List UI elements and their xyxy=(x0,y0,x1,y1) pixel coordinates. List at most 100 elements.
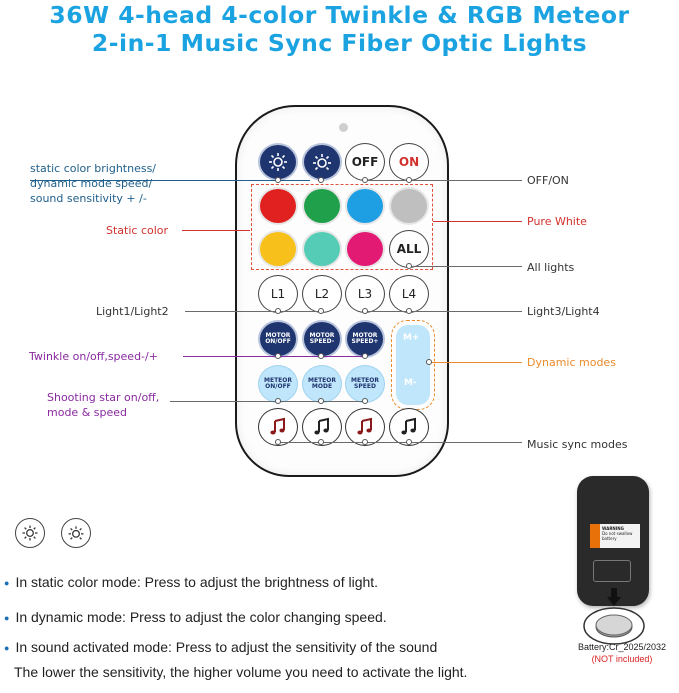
leader-dot xyxy=(318,353,324,359)
label-brightness-2: dynamic mode speed/ xyxy=(30,177,153,190)
sun-plus-icon xyxy=(313,154,331,171)
music-note-icon xyxy=(270,417,285,435)
light4-label: L4 xyxy=(401,287,417,301)
blue-color-button[interactable] xyxy=(345,187,385,225)
red-color-button[interactable] xyxy=(258,187,298,225)
magenta-color-button[interactable] xyxy=(345,230,385,268)
leader-dot xyxy=(426,359,432,365)
leader-static-color xyxy=(182,230,250,231)
leader-dot xyxy=(275,353,281,359)
leader-dot xyxy=(406,177,412,183)
note-static-text: In static color mode: Press to adjust th… xyxy=(15,574,379,590)
motor-speed-up-line2: SPEED+ xyxy=(351,338,379,345)
meteor-onoff-line1: METEOR xyxy=(264,376,292,384)
label-all-lights: All lights xyxy=(527,261,575,274)
brightness-down-button[interactable] xyxy=(258,143,298,181)
leader-dot xyxy=(318,439,324,445)
bullet-dot: ● xyxy=(4,578,10,589)
all-label: ALL xyxy=(396,242,422,256)
label-music: Music sync modes xyxy=(527,438,628,451)
dynamic-down-label[interactable]: M- xyxy=(404,378,417,388)
title-line-2: 2-in-1 Music Sync Fiber Optic Lights xyxy=(91,29,588,57)
note-dynamic-text: In dynamic mode: Press to adjust the col… xyxy=(15,609,387,625)
leader-dot xyxy=(275,398,281,404)
leader-dot xyxy=(406,308,412,314)
off-button[interactable]: OFF xyxy=(345,143,385,181)
label-light34: Light3/Light4 xyxy=(527,305,600,318)
on-button[interactable]: ON xyxy=(389,143,429,181)
motor-onoff-line2: ON/OFF xyxy=(265,338,291,345)
yellow-color-button[interactable] xyxy=(258,230,298,268)
warning-tag-title: WARNING xyxy=(602,526,624,531)
music-note-icon xyxy=(357,417,372,435)
motor-speed-up-line1: MOTOR xyxy=(352,331,378,339)
leader-all-lights xyxy=(409,266,522,267)
light4-button[interactable]: L4 xyxy=(389,275,429,313)
leader-light12 xyxy=(185,311,323,312)
light1-button[interactable]: L1 xyxy=(258,275,298,313)
ir-emitter xyxy=(339,123,348,132)
label-dynamic: Dynamic modes xyxy=(527,356,616,369)
leader-dot xyxy=(275,439,281,445)
label-brightness-3: sound sensitivity + /- xyxy=(30,192,147,205)
arrow-down-icon xyxy=(607,588,621,606)
music-mode-2-button[interactable] xyxy=(302,408,342,446)
label-offon: OFF/ON xyxy=(527,174,569,187)
leader-dot xyxy=(318,398,324,404)
battery-type: Battery:Cr_2025/2032 xyxy=(577,642,667,652)
meteor-mode-line1: METEOR xyxy=(308,376,336,384)
bullet-dot: ● xyxy=(4,613,10,624)
meteor-onoff-line2: ON/OFF xyxy=(265,383,291,390)
meteor-speed-line1: METEOR xyxy=(351,376,379,384)
leader-shooting xyxy=(170,401,367,402)
battery-caption: Battery:Cr_2025/2032 (NOT included) xyxy=(566,641,678,665)
on-label: ON xyxy=(398,155,420,169)
label-shooting-1: Shooting star on/off, xyxy=(47,391,160,404)
leader-dot xyxy=(275,177,281,183)
leader-dot xyxy=(362,353,368,359)
label-light12: Light1/Light2 xyxy=(96,305,169,318)
leader-dot xyxy=(362,439,368,445)
light2-button[interactable]: L2 xyxy=(302,275,342,313)
leader-dot xyxy=(275,308,281,314)
green-color-button[interactable] xyxy=(302,187,342,225)
leader-dot xyxy=(318,308,324,314)
leader-dot xyxy=(362,398,368,404)
note-static: ● In static color mode: Press to adjust t… xyxy=(4,574,378,590)
dynamic-up-label[interactable]: M+ xyxy=(403,333,420,343)
light3-button[interactable]: L3 xyxy=(345,275,385,313)
off-label: OFF xyxy=(351,155,379,169)
meteor-mode-line2: MODE xyxy=(311,383,333,390)
leader-light34 xyxy=(362,311,522,312)
brightness-up-indicator xyxy=(61,518,91,548)
static-color-group-outline xyxy=(251,184,433,270)
dynamic-modes-button[interactable] xyxy=(396,325,430,405)
music-mode-4-button[interactable] xyxy=(389,408,429,446)
coin-battery-icon xyxy=(583,607,645,645)
meteor-speed-line2: SPEED xyxy=(354,383,376,390)
label-shooting-2: mode & speed xyxy=(47,406,127,419)
cyan-color-button[interactable] xyxy=(302,230,342,268)
motor-onoff-line1: MOTOR xyxy=(265,331,291,339)
light2-label: L2 xyxy=(314,287,330,301)
title-line-1: 36W 4-head 4-color Twinkle & RGB Meteor xyxy=(49,1,630,29)
note-dynamic: ● In dynamic mode: Press to adjust the co… xyxy=(4,609,387,625)
motor-speed-down-line1: MOTOR xyxy=(309,331,335,339)
battery-slot xyxy=(593,560,631,582)
brightness-up-button[interactable] xyxy=(302,143,342,181)
brightness-down-indicator xyxy=(15,518,45,548)
music-note-icon xyxy=(314,417,329,435)
white-color-button[interactable] xyxy=(389,187,429,225)
music-note-icon xyxy=(401,417,416,435)
leader-music xyxy=(275,442,522,443)
